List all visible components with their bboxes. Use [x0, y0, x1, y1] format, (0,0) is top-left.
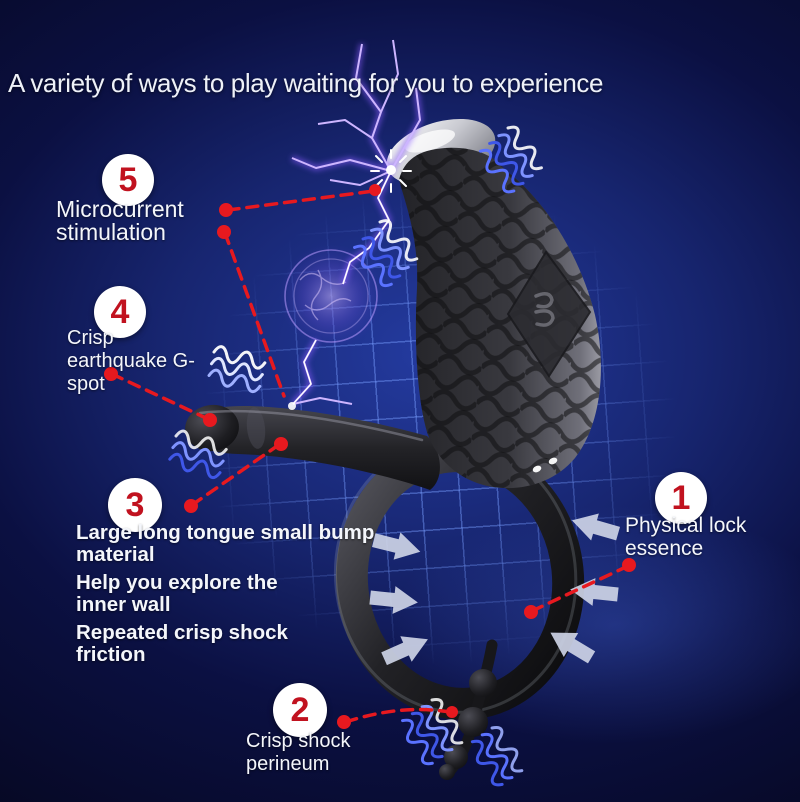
vibration-wave-icon-3 — [206, 343, 268, 395]
page-title: A variety of ways to play waiting for yo… — [8, 68, 604, 98]
callout-1-label: Physical lock essence — [625, 514, 747, 560]
leader-line-c3 — [190, 442, 282, 507]
leader-dots — [104, 184, 636, 729]
tongue-arm — [185, 404, 440, 490]
plasma-ball-icon — [279, 244, 383, 348]
leader-line-c5-tongue — [223, 231, 286, 398]
number-badge-1: 1 — [655, 472, 707, 524]
leader-line-c4 — [110, 372, 210, 421]
badge-number: 4 — [110, 292, 130, 331]
electric-spark-icon — [288, 39, 423, 410]
callout-5-label: Microcurrent stimulation — [56, 196, 184, 245]
beaded-tail — [439, 639, 498, 780]
badge-number: 1 — [671, 478, 691, 517]
brand-logo-diamond — [506, 250, 592, 378]
number-badge-2: 2 — [273, 683, 327, 737]
badge-number: 5 — [118, 160, 138, 199]
callout-3-label: Large long tongue small bump material He… — [76, 521, 375, 666]
number-badge-3: 3 — [108, 478, 162, 532]
led-dot — [532, 465, 542, 473]
badge-number: 3 — [125, 485, 145, 524]
leader-line-c1 — [530, 564, 630, 613]
callout-4-label: Crisp earthquake G- spot — [67, 327, 195, 395]
number-badge-4: 4 — [94, 286, 146, 338]
number-badge-5: 5 — [102, 154, 154, 206]
led-dot — [548, 457, 558, 465]
badge-number: 2 — [290, 690, 310, 729]
leader-line-c2 — [344, 707, 452, 724]
callout-2-label: Crisp shock perineum — [246, 730, 351, 775]
leader-line-c5-tip — [226, 189, 376, 212]
